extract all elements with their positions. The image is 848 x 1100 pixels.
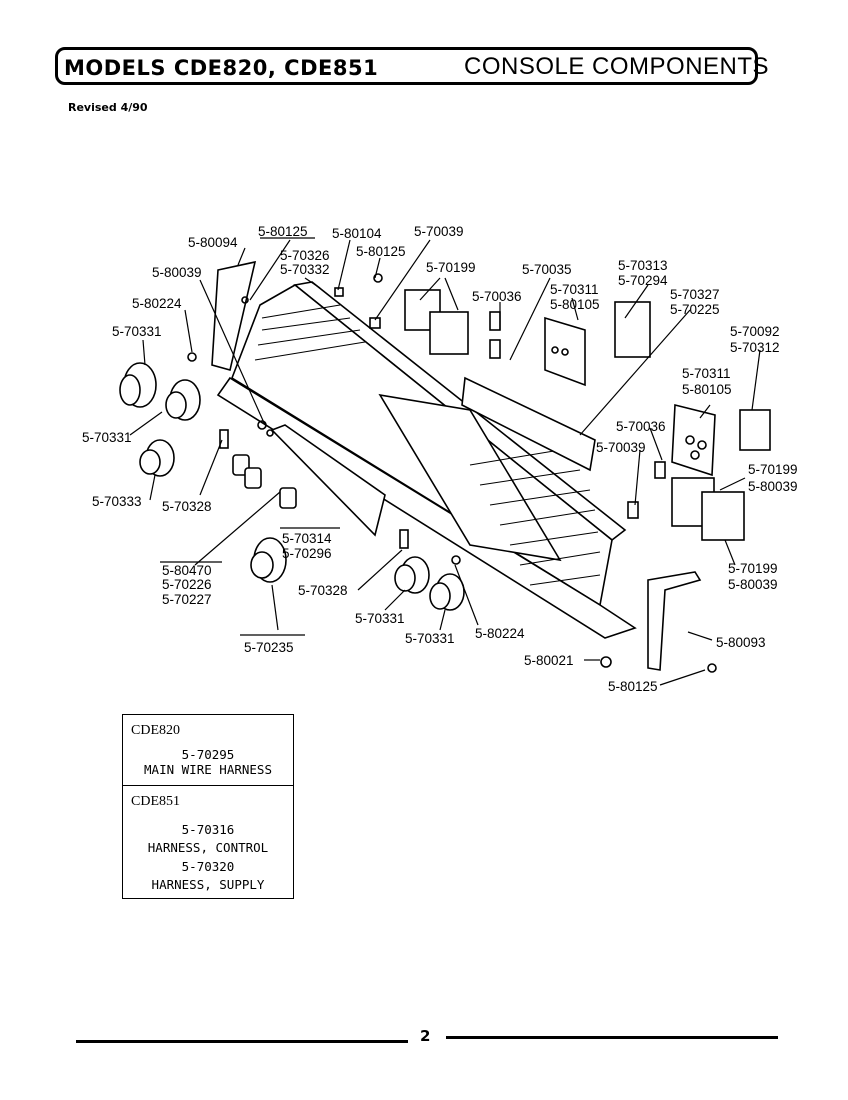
part-label: 5-80039 [748, 479, 798, 494]
part-number-labels: 5-80094 5-80125 5-80104 5-70039 5-70326 … [82, 224, 798, 694]
harness-part-number: 5-70320 [181, 859, 235, 874]
part-label: 5-80224 [132, 296, 182, 311]
part-label: 5-70226 [162, 577, 212, 592]
part-label: 5-70328 [298, 583, 348, 598]
part-label: 5-80021 [524, 653, 574, 668]
section-title: CONSOLE COMPONENTS [464, 53, 770, 80]
part-label: 5-80125 [356, 244, 406, 259]
part-label: 5-70314 [282, 531, 332, 546]
part-label: 5-70199 [748, 462, 798, 477]
harness-box-cde820: CDE820 5-70295 MAIN WIRE HARNESS [122, 714, 294, 786]
part-label: 5-80039 [728, 577, 778, 592]
part-label: 5-70331 [82, 430, 132, 445]
part-label: 5-70036 [616, 419, 666, 434]
footer-rule-right [446, 1036, 778, 1039]
part-label: 5-70331 [112, 324, 162, 339]
harness-description: MAIN WIRE HARNESS [144, 762, 272, 777]
part-label: 5-80105 [550, 297, 600, 312]
harness-part-number: 5-70295 [181, 747, 235, 762]
switch-top-2 [429, 311, 469, 355]
part-label: 5-80039 [152, 265, 202, 280]
switch-lower-2 [701, 491, 745, 541]
leader-lines [129, 237, 761, 686]
left-bracket [211, 260, 257, 371]
bracket-plate [544, 316, 586, 387]
harness-box-cde851: CDE851 5-70316 HARNESS, CONTROL 5-70320 … [122, 785, 294, 899]
switch-right-mid [739, 409, 771, 451]
revision-date: Revised 4/90 [68, 101, 148, 114]
clock-module [461, 376, 596, 472]
part-label: 5-70039 [414, 224, 464, 239]
console-front-trim [216, 376, 637, 639]
harness-description: HARNESS, CONTROL [147, 840, 269, 855]
part-label: 5-80105 [682, 382, 732, 397]
part-label: 5-70331 [405, 631, 455, 646]
button-2 [244, 467, 262, 489]
footer-rule-left [76, 1040, 408, 1043]
part-label: 5-70328 [162, 499, 212, 514]
part-label: 5-70313 [618, 258, 668, 273]
button-3 [279, 487, 297, 509]
display-window [378, 393, 562, 562]
part-label: 5-70039 [596, 440, 646, 455]
spring-1 [219, 429, 229, 449]
part-label: 5-80470 [162, 563, 212, 578]
part-label: 5-70036 [472, 289, 522, 304]
harness-description: HARNESS, SUPPLY [151, 877, 265, 892]
part-label: 5-70296 [282, 546, 332, 561]
harness-part-number: 5-70316 [181, 822, 235, 837]
part-label: 5-70092 [730, 324, 780, 339]
part-label: 5-70311 [682, 366, 731, 381]
panel-hatching [254, 304, 601, 586]
part-label: 5-70225 [670, 302, 720, 317]
trim-strip [270, 424, 386, 537]
harness-model: CDE820 [131, 723, 180, 738]
part-label: 5-70311 [550, 282, 599, 297]
part-label: 5-70333 [92, 494, 142, 509]
models-title: MODELS CDE820, CDE851 [64, 56, 379, 80]
part-label: 5-70326 [280, 248, 330, 263]
part-label: 5-80125 [608, 679, 658, 694]
knob-group [119, 362, 465, 611]
part-label: 5-80224 [475, 626, 525, 641]
part-label: 5-70199 [728, 561, 778, 576]
switch-right-top [614, 301, 651, 358]
harness-model: CDE851 [131, 794, 180, 809]
part-label: 5-70327 [670, 287, 720, 302]
part-label: 5-70235 [244, 640, 294, 655]
header-frame [55, 47, 758, 85]
page-number: 2 [420, 1027, 431, 1045]
part-label: 5-70312 [730, 340, 780, 355]
part-label: 5-80125 [258, 224, 308, 239]
part-label: 5-70227 [162, 592, 212, 607]
part-label: 5-70331 [355, 611, 405, 626]
part-label: 5-70199 [426, 260, 476, 275]
part-label: 5-70332 [280, 262, 330, 277]
part-label: 5-80094 [188, 235, 238, 250]
side-bracket [647, 571, 702, 671]
part-label: 5-80093 [716, 635, 766, 650]
part-label: 5-70035 [522, 262, 572, 277]
spring-2 [399, 529, 409, 549]
part-label: 5-80104 [332, 226, 382, 241]
part-label: 5-70294 [618, 273, 668, 288]
